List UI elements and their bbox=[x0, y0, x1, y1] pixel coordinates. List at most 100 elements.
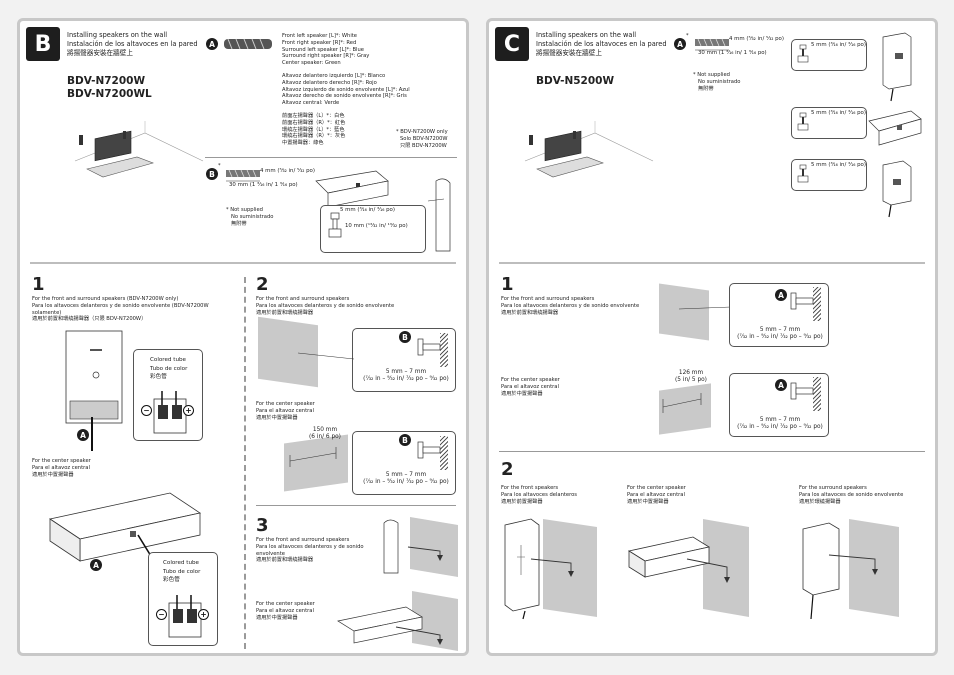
wall-section bbox=[813, 287, 821, 321]
minus-icon: − bbox=[141, 405, 152, 416]
screw-gap-measure: 5 mm – 7 mm (⁷⁄₃₂ in – ⁹⁄₃₂ in/ ⁷⁄₃₂ po … bbox=[737, 327, 823, 340]
mount-surround-speaker-illustration bbox=[802, 519, 899, 620]
hole-diameter: 5 mm (³⁄₁₆ in/ ³⁄₁₆ po) bbox=[811, 162, 866, 168]
screw-gap-measure: 5 mm – 7 mm (⁷⁄₃₂ in – ⁹⁄₃₂ in/ ⁷⁄₃₂ po … bbox=[363, 369, 449, 382]
mount-center-speaker-illustration bbox=[337, 591, 458, 651]
step-number: 1 bbox=[501, 274, 514, 295]
hole-detail-icon bbox=[328, 212, 342, 238]
not-supplied-note: * Not supplied No suministrado 無附帶 bbox=[693, 72, 741, 92]
screw-a-icon bbox=[695, 38, 729, 51]
screw-a-icon bbox=[224, 38, 272, 50]
step2-surround-heading: For the surround speakers Para los altav… bbox=[799, 485, 904, 505]
screw-b-diameter: 4 mm (⁵⁄₃₂ in/ ⁵⁄₃₂ po) bbox=[260, 168, 315, 174]
minus-icon: − bbox=[156, 609, 167, 620]
divider bbox=[205, 157, 457, 158]
front-speaker-illustration bbox=[882, 32, 912, 102]
panel-c-title: Installing speakers on the wall Instalac… bbox=[536, 31, 667, 57]
tv-room-illustration bbox=[524, 121, 654, 178]
divider bbox=[256, 505, 456, 506]
step-number: 1 bbox=[32, 274, 45, 295]
colored-tube-label: Colored tube Tubo de color 彩色管 bbox=[150, 357, 188, 381]
plus-icon: + bbox=[198, 609, 209, 620]
tv-room-illustration bbox=[74, 121, 204, 178]
asterisk: * bbox=[218, 163, 221, 169]
spacing-measure: 150 mm (6 in/ 6 po) bbox=[309, 427, 341, 440]
label-b-badge: B bbox=[206, 168, 218, 180]
colored-tube-label: Colored tube Tubo de color 彩色管 bbox=[163, 560, 201, 584]
label-b-badge: B bbox=[399, 331, 411, 343]
mount-front-speaker-illustration bbox=[383, 517, 458, 577]
plus-icon: + bbox=[183, 405, 194, 416]
screw-in-wall-icon bbox=[417, 441, 441, 459]
label-a-badge: A bbox=[674, 38, 686, 50]
hole-diameter: 5 mm (³⁄₁₆ in/ ³⁄₁₆ po) bbox=[811, 110, 866, 116]
panel-b-title: Installing speakers on the wall Instalac… bbox=[67, 31, 198, 57]
label-a-badge: A bbox=[775, 289, 787, 301]
front-speaker-back-illustration bbox=[65, 330, 123, 451]
step1-heading: For the front and surround speakers (BDV… bbox=[32, 296, 209, 323]
panel-b: B Installing speakers on the wall Instal… bbox=[17, 18, 469, 656]
step3-center-heading: For the center speaker Para el altavoz c… bbox=[256, 601, 315, 621]
hole-detail-icon bbox=[797, 44, 809, 63]
panel-c: C Installing speakers on the wall Instal… bbox=[486, 18, 938, 656]
step1-center-heading: For the center speaker Para el altavoz c… bbox=[501, 377, 560, 397]
model-name: BDV-N7200WL bbox=[67, 88, 152, 100]
center-speaker-back-illustration bbox=[315, 170, 451, 252]
section-divider bbox=[499, 262, 925, 264]
step3-heading: For the front and surround speakers Para… bbox=[256, 537, 364, 564]
screw-b-icon bbox=[226, 169, 260, 182]
hole-diameter: 5 mm (³⁄₁₆ in/ ³⁄₁₆ po) bbox=[340, 207, 395, 213]
step2-heading: For the front and surround speakers Para… bbox=[256, 296, 395, 316]
label-a-badge: A bbox=[90, 559, 102, 571]
label-a-badge: A bbox=[775, 379, 787, 391]
wall-section bbox=[440, 333, 448, 367]
screw-gap-measure: 5 mm – 7 mm (⁷⁄₃₂ in – ⁹⁄₃₂ in/ ⁷⁄₃₂ po … bbox=[363, 472, 449, 485]
hole-depth: 10 mm (¹³⁄₃₂ in/ ¹³⁄₃₂ po) bbox=[345, 223, 408, 229]
model-name: BDV-N7200W bbox=[67, 75, 146, 87]
panel-c-tab: C bbox=[495, 27, 529, 61]
speaker-colors-es: Altavoz delantero izquierdo [L]*: Blanco… bbox=[282, 73, 410, 107]
screw-in-wall-icon bbox=[790, 382, 814, 400]
step1-heading: For the front and surround speakers Para… bbox=[501, 296, 640, 316]
label-b-badge: B bbox=[399, 434, 411, 446]
mount-front-speaker-illustration bbox=[504, 518, 597, 620]
hole-detail-icon bbox=[797, 164, 809, 183]
surround-speaker-illustration bbox=[882, 160, 912, 218]
pointer-line bbox=[297, 352, 355, 360]
wall-section bbox=[813, 377, 821, 411]
model-name: BDV-N5200W bbox=[536, 75, 615, 87]
wall-section bbox=[440, 436, 448, 470]
screw-in-wall-icon bbox=[417, 338, 441, 356]
step-number: 2 bbox=[256, 274, 269, 295]
step-number: 2 bbox=[501, 459, 514, 480]
speaker-colors-en: Front left speaker [L]*: White Front rig… bbox=[282, 33, 370, 67]
mount-center-speaker-illustration bbox=[627, 519, 749, 617]
screw-gap-measure: 5 mm – 7 mm (⁷⁄₃₂ in – ⁹⁄₃₂ in/ ⁷⁄₃₂ po … bbox=[737, 417, 823, 430]
screw-in-wall-icon bbox=[790, 292, 814, 310]
center-speaker-illustration bbox=[48, 492, 202, 562]
column-divider bbox=[244, 277, 246, 649]
pointer-line bbox=[678, 306, 732, 310]
screw-a-length: 30 mm (1 ³⁄₁₆ in/ 1 ³⁄₁₆ po) bbox=[698, 50, 767, 56]
step2-center-heading: For the center speaker Para el altavoz c… bbox=[627, 485, 686, 505]
spacing-dimension bbox=[289, 447, 337, 467]
step2-front-heading: For the front speakers Para los altavoce… bbox=[501, 485, 577, 505]
terminal-connection-icon bbox=[153, 391, 187, 434]
spacing-dimension bbox=[662, 393, 702, 413]
footnote-model-only: * BDV-N7200W only Solo BDV-N7200W 只限 BDV… bbox=[396, 129, 448, 149]
spacing-measure: 126 mm (5 in/ 5 po) bbox=[675, 370, 707, 383]
label-a-badge: A bbox=[77, 429, 89, 441]
speaker-colors-zh: 前面左揚聲器（L）*：白色 前面右揚聲器（R）*：紅色 環繞左揚聲器（L）*：藍… bbox=[282, 113, 346, 147]
divider bbox=[499, 451, 925, 452]
screw-gap-detail bbox=[729, 373, 829, 437]
step1-center-heading: For the center speaker Para el altavoz c… bbox=[32, 458, 91, 478]
label-a-badge: A bbox=[206, 38, 218, 50]
step-number: 3 bbox=[256, 515, 269, 536]
screw-a-diameter: 4 mm (⁵⁄₃₂ in/ ⁵⁄₃₂ po) bbox=[729, 36, 784, 42]
panel-b-tab: B bbox=[26, 27, 60, 61]
center-speaker-illustration bbox=[868, 110, 922, 146]
terminal-connection-icon bbox=[168, 595, 202, 638]
screw-b-length: 30 mm (1 ³⁄₁₆ in/ 1 ³⁄₁₆ po) bbox=[229, 182, 298, 188]
step2-center-heading: For the center speaker Para el altavoz c… bbox=[256, 401, 315, 421]
section-divider bbox=[30, 262, 456, 264]
